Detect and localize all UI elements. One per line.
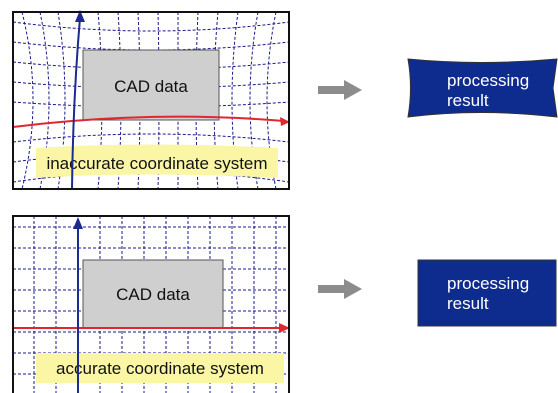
cad-data-box bbox=[82, 49, 220, 121]
cad-data-box bbox=[82, 259, 224, 329]
arrow-icon bbox=[318, 80, 362, 100]
coordinate-system-label: accurate coordinate system bbox=[56, 359, 264, 378]
x-axis-arrowhead bbox=[279, 323, 290, 333]
y-axis-arrowhead bbox=[75, 10, 85, 22]
panel-frame bbox=[12, 11, 290, 190]
x-axis-arrowhead bbox=[280, 117, 290, 126]
inaccurate-diagram: CAD data inaccurate coordinate system pr… bbox=[12, 10, 558, 190]
y-axis bbox=[71, 17, 81, 190]
coordinate-system-label: inaccurate coordinate system bbox=[46, 154, 267, 173]
panel-frame bbox=[12, 215, 290, 393]
accurate-diagram: CAD data accurate coordinate system proc… bbox=[12, 215, 557, 393]
x-axis bbox=[12, 115, 285, 128]
coordinate-system-highlight bbox=[36, 144, 278, 178]
processing-result-line1: processing bbox=[447, 71, 529, 90]
cad-data-label: CAD data bbox=[114, 77, 188, 96]
processing-result-line1: processing bbox=[447, 274, 529, 293]
processing-result-box bbox=[407, 58, 558, 118]
processing-result-box bbox=[417, 259, 557, 327]
cad-data-label: CAD data bbox=[116, 285, 190, 304]
y-axis-arrowhead bbox=[73, 217, 83, 229]
processing-result-line2: result bbox=[447, 294, 489, 313]
arrow-icon bbox=[318, 279, 362, 299]
processing-result-line2: result bbox=[447, 91, 489, 110]
